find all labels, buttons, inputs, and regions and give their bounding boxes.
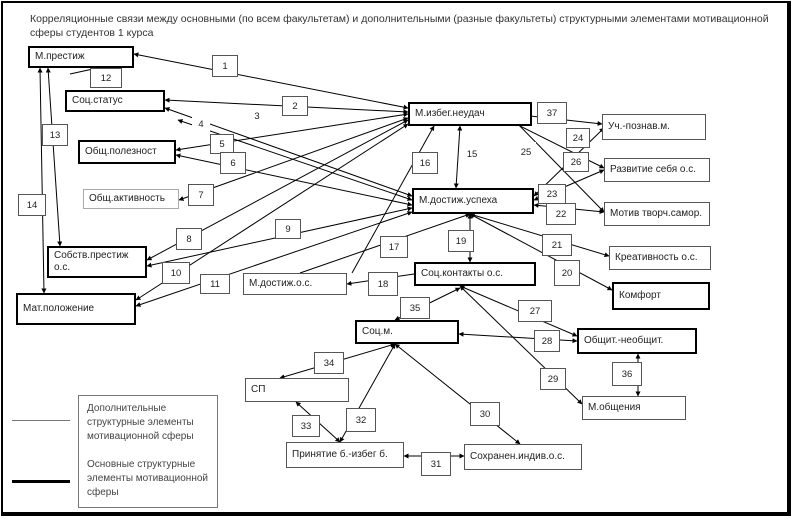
edge-label-21: 21 bbox=[542, 234, 572, 256]
edge-line-21 bbox=[469, 212, 610, 258]
edge-label-9: 9 bbox=[275, 219, 301, 239]
legend-additional-line bbox=[12, 420, 70, 421]
edge-label-17: 17 bbox=[380, 236, 408, 258]
node-soc-m: Соц.м. bbox=[355, 320, 459, 344]
node-razvitie-sebya: Развитие себя о.с. bbox=[604, 158, 710, 182]
node-obshch-polezn: Общ.полезност bbox=[78, 140, 176, 164]
legend-main-text: Основные структурные элементы мотивацион… bbox=[87, 459, 208, 498]
edge-label-19: 19 bbox=[448, 230, 474, 252]
edge-label-4: 4 bbox=[192, 115, 210, 133]
edge-label-14: 14 bbox=[18, 194, 46, 216]
edge-label-23: 23 bbox=[538, 184, 566, 204]
edge-line-14 bbox=[37, 67, 47, 294]
node-m-obshcheniya: М.общения bbox=[582, 396, 686, 420]
node-sokhranen: Сохранен.индив.о.с. bbox=[464, 444, 582, 470]
edge-label-8: 8 bbox=[176, 228, 202, 250]
diagram-frame bbox=[1, 1, 791, 516]
edge-label-28: 28 bbox=[534, 330, 560, 352]
edge-label-16: 16 bbox=[412, 152, 438, 174]
node-obshchit: Общит.-необщит. bbox=[577, 328, 697, 354]
node-motiv-tvorch: Мотив творч.самор. bbox=[604, 202, 710, 226]
node-komfort: Комфорт bbox=[612, 282, 710, 310]
edge-line-1 bbox=[133, 52, 409, 110]
node-uch-poznav: Уч.-познав.м. bbox=[602, 114, 706, 140]
edge-label-25: 25 bbox=[516, 142, 536, 162]
edge-label-12: 12 bbox=[90, 68, 122, 88]
edge-label-22: 22 bbox=[546, 203, 576, 225]
node-soc-kontakty: Соц.контакты о.с. bbox=[414, 262, 536, 286]
edge-label-26: 26 bbox=[563, 152, 589, 172]
edge-label-3: 3 bbox=[248, 107, 266, 125]
edge-label-30: 30 bbox=[470, 402, 500, 426]
edge-line-11 bbox=[135, 211, 413, 307]
edge-label-15: 15 bbox=[460, 144, 484, 164]
edge-label-35: 35 bbox=[400, 297, 430, 319]
node-m-dostizh-os: М.достиж.о.с. bbox=[243, 273, 347, 295]
diagram-title: Корреляционные связи между основными (по… bbox=[30, 13, 769, 39]
legend-additional-text: Дополнительные структурные элементы моти… bbox=[87, 403, 194, 442]
edge-label-5: 5 bbox=[210, 134, 234, 154]
edge-label-13: 13 bbox=[42, 124, 68, 146]
edge-label-37: 37 bbox=[537, 102, 567, 124]
edge-label-10: 10 bbox=[162, 262, 190, 284]
node-m-dostizh-uspekha: М.достиж.успеха bbox=[412, 188, 534, 214]
edge-label-27: 27 bbox=[518, 300, 552, 322]
node-soc-status: Соц.статус bbox=[65, 90, 165, 112]
edge-label-24: 24 bbox=[566, 128, 590, 148]
edge-label-1: 1 bbox=[212, 55, 238, 77]
node-kreativnost: Креативность о.с. bbox=[609, 246, 711, 270]
edge-line-30 bbox=[394, 343, 521, 445]
edge-label-6: 6 bbox=[220, 152, 246, 174]
node-sp: СП bbox=[245, 378, 349, 402]
edge-line-13 bbox=[45, 67, 63, 247]
edge-label-29: 29 bbox=[540, 368, 566, 390]
node-sobstv-prestizh: Собств.престиж о.с. bbox=[47, 246, 147, 278]
edge-label-20: 20 bbox=[554, 260, 580, 286]
edge-label-34: 34 bbox=[314, 352, 344, 374]
edge-label-18: 18 bbox=[368, 272, 398, 296]
edge-label-11: 11 bbox=[200, 274, 230, 294]
node-prinyatie: Принятие б.-избег б. bbox=[286, 442, 404, 468]
legend: Дополнительные структурные элементы моти… bbox=[78, 395, 218, 508]
edge-line-16 bbox=[351, 125, 435, 274]
node-mat-polozhenie: Мат.положение bbox=[16, 293, 136, 325]
node-m-izbeg: М.избег.неудач bbox=[408, 102, 532, 126]
edge-label-7: 7 bbox=[188, 184, 214, 206]
legend-main-line bbox=[12, 480, 70, 483]
node-m-prestizh: М.престиж bbox=[28, 46, 134, 68]
edge-line-15 bbox=[453, 125, 463, 189]
edge-label-36: 36 bbox=[612, 362, 642, 386]
node-obshch-aktiv: Общ.активность bbox=[83, 189, 179, 209]
edge-label-2: 2 bbox=[282, 96, 308, 116]
edge-label-32: 32 bbox=[346, 408, 376, 432]
edge-label-31: 31 bbox=[421, 452, 451, 476]
edge-label-33: 33 bbox=[292, 415, 320, 437]
